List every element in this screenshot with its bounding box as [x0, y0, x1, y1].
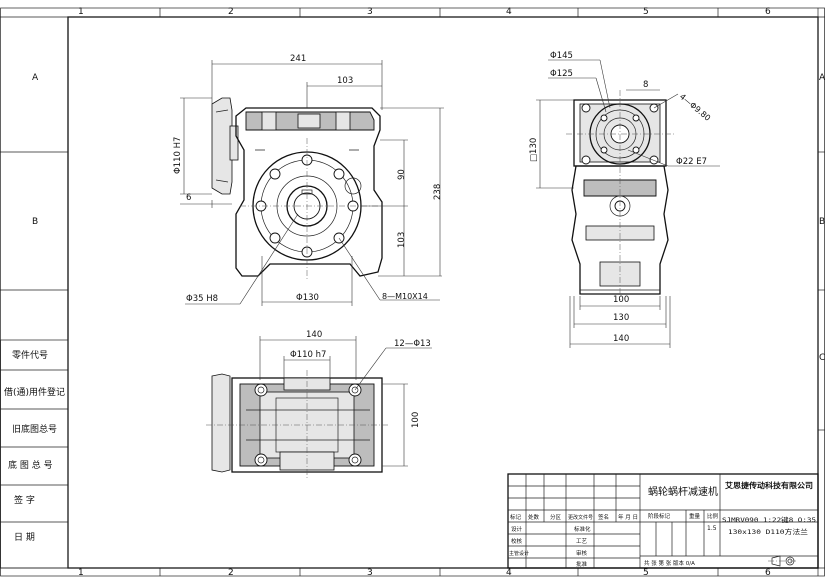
- dim-90: 90: [397, 169, 407, 180]
- tb-company: 艾思捷传动科技有限公司: [725, 480, 813, 490]
- dim-130b: 130: [613, 313, 629, 323]
- admin-date: 日 期: [14, 532, 35, 543]
- dim-110h7: Φ110 H7: [173, 137, 183, 174]
- col-label-1: 1: [78, 7, 84, 17]
- plan-bolt-holes: [254, 383, 362, 467]
- row-label-c-right: C: [819, 353, 825, 363]
- grid-labels: 1 2 3 4 5 6 1 2 3 4 5 6 A B A B C: [32, 7, 825, 578]
- row-label-b: B: [32, 217, 38, 227]
- title-block: 标记 处数 分区 更改文件号 签名 年 月 日 设计 校核 主管设计 标准化 工…: [507, 473, 819, 569]
- tb-sheets: 共 张 第 张 版本 0/A: [644, 559, 695, 567]
- dim-bolts: 8—M10X14: [382, 292, 428, 301]
- tb-role-std: 标准化: [574, 525, 591, 533]
- tb-stage: 阶段标记: [648, 512, 671, 520]
- tb-hdr-zone: 分区: [550, 513, 562, 521]
- tb-title: 蜗轮蜗杆减速机: [648, 485, 718, 498]
- grid-ticks: [0, 8, 825, 576]
- dim-6: 6: [186, 193, 191, 203]
- plan-view: [206, 370, 388, 478]
- dim-103b: 103: [397, 232, 407, 248]
- col-label-3: 3: [367, 7, 373, 17]
- tb-hdr-mark: 标记: [510, 513, 522, 521]
- col-label-2: 2: [228, 7, 234, 17]
- front-dims: 241 103 90 103 238 Φ110 H7 6 Φ35 H8 Φ130…: [173, 54, 444, 306]
- tb-role-design: 设计: [511, 525, 523, 533]
- col-label-4: 4: [506, 7, 512, 17]
- plan-dims: 140 Φ110 h7 12—Φ13 100: [259, 330, 432, 467]
- tb-role-chief: 主管设计: [509, 550, 529, 557]
- tb-model2: 130x130 D110方法兰: [728, 527, 809, 536]
- dim-box130: □130: [529, 138, 539, 162]
- dim-plan-holes: 12—Φ13: [394, 339, 431, 349]
- col-label-5-bottom: 5: [643, 568, 649, 578]
- admin-old-drawing: 旧底图总号: [12, 423, 57, 435]
- tb-role-approve: 批准: [576, 560, 588, 568]
- tb-scale-hdr: 比例: [707, 512, 719, 520]
- dim-8: 8: [643, 80, 648, 90]
- dim-125: Φ125: [550, 69, 573, 79]
- col-label-4-bottom: 4: [506, 568, 512, 578]
- dim-22e7: Φ22 E7: [676, 157, 707, 167]
- col-label-2-bottom: 2: [228, 568, 234, 578]
- dim-100: 100: [613, 295, 629, 305]
- dim-bore: Φ35 H8: [186, 294, 218, 304]
- dim-140b: 140: [613, 334, 629, 344]
- col-label-6-bottom: 6: [765, 568, 771, 578]
- projection-symbol-icon: [768, 555, 798, 567]
- admin-borrow-reg: 借(通)用件登记: [4, 386, 65, 398]
- dim-pcd: Φ130: [296, 293, 319, 303]
- row-label-b-right: B: [819, 217, 825, 227]
- left-admin-block: 零件代号 借(通)用件登记 旧底图总号 底 图 总 号 签 字 日 期: [0, 339, 69, 569]
- tb-role-review: 审核: [576, 549, 588, 557]
- tb-hdr-change: 更改文件号: [568, 514, 593, 521]
- dim-4holes: 4—Φ9.80: [678, 92, 712, 123]
- tb-weight: 重量: [689, 512, 701, 520]
- col-label-5: 5: [643, 7, 649, 17]
- dim-145: Φ145: [550, 51, 573, 61]
- dim-241: 241: [290, 54, 306, 64]
- tb-role-process: 工艺: [576, 538, 588, 545]
- row-label-a: A: [32, 73, 39, 83]
- tb-scale: 1.5: [707, 525, 717, 532]
- admin-base-drawing: 底 图 总 号: [8, 459, 53, 471]
- col-label-1-bottom: 1: [78, 568, 84, 578]
- tb-role-check: 校核: [511, 537, 523, 545]
- tb-hdr-date: 年 月 日: [618, 513, 638, 521]
- front-view: [211, 97, 383, 280]
- admin-sign: 签 字: [14, 494, 35, 506]
- tb-hdr-sign: 签名: [598, 513, 609, 521]
- col-label-3-bottom: 3: [367, 568, 373, 578]
- dim-plan-100: 100: [411, 412, 421, 428]
- col-label-6: 6: [765, 7, 771, 17]
- dim-238: 238: [433, 184, 443, 200]
- tb-hdr-count: 处数: [528, 513, 540, 521]
- dim-plan-140: 140: [306, 330, 322, 340]
- tb-model: SJMRV090 1:22键8 O:35: [722, 515, 816, 524]
- dim-103: 103: [337, 76, 353, 86]
- row-label-a-right: A: [819, 73, 825, 83]
- side-dims: Φ145 Φ125 8 4—Φ9.80 □130 Φ22 E7 100 130 …: [529, 51, 720, 348]
- admin-part-code: 零件代号: [12, 349, 48, 361]
- dim-plan-110h7: Φ110 h7: [290, 350, 326, 360]
- side-view: [566, 90, 676, 300]
